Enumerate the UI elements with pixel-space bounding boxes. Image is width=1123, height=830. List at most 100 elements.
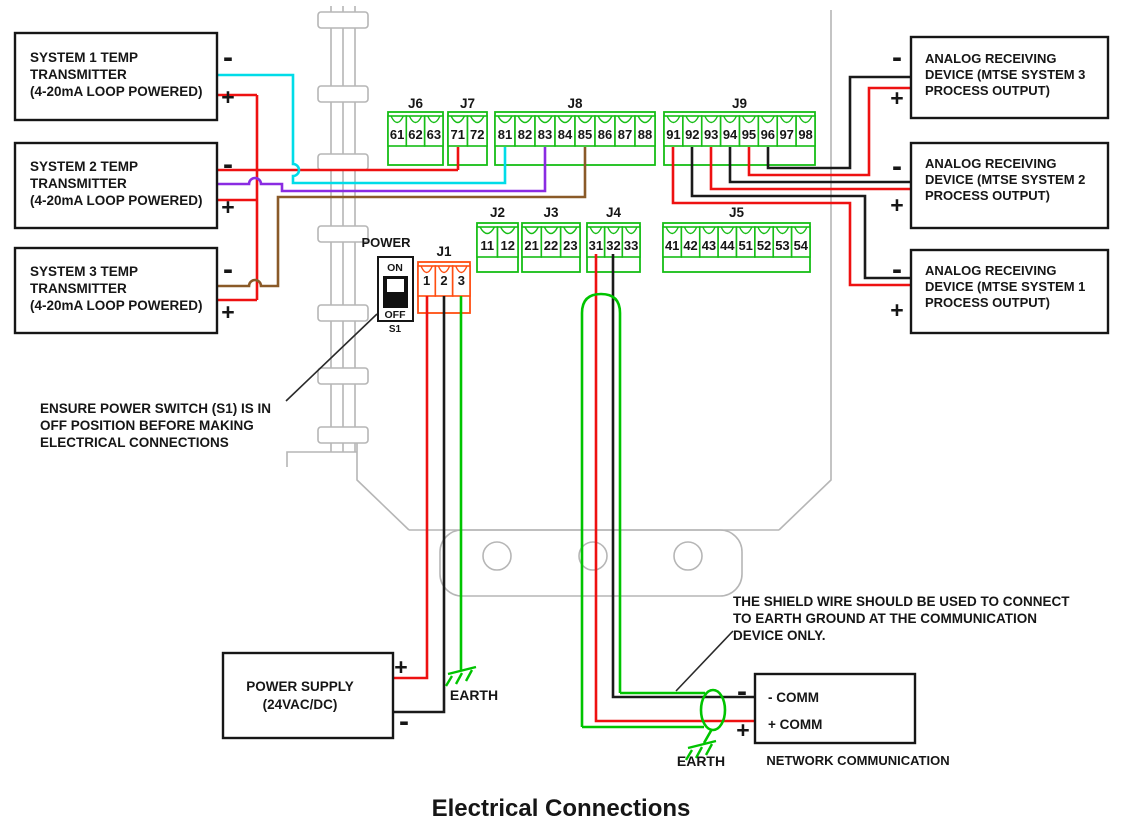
- device3-minus: -: [892, 41, 902, 74]
- terminal-J8-88: 88: [638, 127, 652, 142]
- device2-plus: +: [890, 192, 903, 218]
- device1-minus: -: [892, 253, 902, 286]
- transmitter3-line2: TRANSMITTER: [30, 281, 127, 296]
- terminal-J3-23: 23: [563, 238, 577, 253]
- switch-note: ENSURE POWER SWITCH (S1) IS IN OFF POSIT…: [40, 401, 271, 450]
- terminal-J6-62: 62: [408, 127, 422, 142]
- earth-label-left: EARTH: [450, 687, 498, 703]
- terminal-J1-2: 2: [440, 273, 447, 288]
- shield-note-pointer: [675, 630, 734, 692]
- block-label-J9: J9: [732, 96, 747, 111]
- power-supply-box: POWER SUPPLY (24VAC/DC) + -: [221, 651, 409, 740]
- transmitter-box-3: SYSTEM 3 TEMP TRANSMITTER (4-20mA LOOP P…: [13, 246, 235, 335]
- power-supply-plus: +: [394, 654, 407, 680]
- terminal-J1-1: 1: [423, 273, 430, 288]
- device-box-system3: ANALOG RECEIVING DEVICE (MTSE SYSTEM 3 P…: [890, 35, 1110, 120]
- block-label-J8: J8: [567, 96, 583, 111]
- wire-j9-95-red: [747, 86, 911, 177]
- wire-j1-1-red: [393, 296, 429, 680]
- terminal-J9-92: 92: [685, 127, 699, 142]
- shield-loop-icon: [699, 688, 727, 732]
- terminal-J8-86: 86: [598, 127, 612, 142]
- terminal-J6-61: 61: [390, 127, 404, 142]
- terminal-J9-96: 96: [761, 127, 775, 142]
- switch-note-line2: OFF POSITION BEFORE MAKING: [40, 418, 254, 433]
- switch-actuator-icon: [387, 279, 404, 292]
- device1-line1: ANALOG RECEIVING: [925, 263, 1056, 278]
- terminal-J9-94: 94: [723, 127, 738, 142]
- terminal-J5-51: 51: [738, 238, 752, 253]
- page-title: Electrical Connections: [432, 795, 691, 822]
- terminal-block-J2: 11 12 J2: [476, 205, 519, 273]
- network-communication-box: - COMM + COMM - + NETWORK COMMUNICATION: [736, 672, 950, 768]
- transmitter2-line3: (4-20mA LOOP POWERED): [30, 193, 203, 208]
- device3-line3: PROCESS OUTPUT): [925, 83, 1050, 98]
- device-box-system2: ANALOG RECEIVING DEVICE (MTSE SYSTEM 2 P…: [890, 141, 1110, 230]
- block-label-J7: J7: [460, 96, 475, 111]
- power-supply-minus: -: [399, 705, 409, 738]
- transmitter1-minus: -: [223, 41, 233, 74]
- device3-line1: ANALOG RECEIVING: [925, 51, 1056, 66]
- power-switch-off-label: OFF: [385, 309, 407, 321]
- terminal-J5-41: 41: [665, 238, 679, 253]
- device1-line3: PROCESS OUTPUT): [925, 295, 1050, 310]
- terminal-J3-22: 22: [544, 238, 558, 253]
- switch-note-line1: ENSURE POWER SWITCH (S1) IS IN: [40, 401, 271, 416]
- device2-line1: ANALOG RECEIVING: [925, 156, 1056, 171]
- terminal-J7-72: 72: [470, 127, 484, 142]
- device3-plus: +: [890, 85, 903, 111]
- power-switch-id: S1: [389, 324, 402, 335]
- device2-line2: DEVICE (MTSE SYSTEM 2: [925, 172, 1085, 187]
- wire-j9-93-red: [709, 147, 911, 191]
- device2-minus: -: [892, 150, 902, 183]
- terminal-J9-95: 95: [742, 127, 756, 142]
- switch-note-pointer: [285, 313, 378, 402]
- wire-j9-96-black: [766, 75, 911, 170]
- wire-j9-92-black: [690, 147, 911, 280]
- terminal-J5-53: 53: [775, 238, 789, 253]
- transmitter1-line1: SYSTEM 1 TEMP: [30, 50, 138, 65]
- transmitter3-line3: (4-20mA LOOP POWERED): [30, 298, 203, 313]
- block-label-J4: J4: [606, 205, 622, 220]
- wire-system3-brown: [218, 147, 587, 288]
- terminal-J2-11: 11: [480, 238, 494, 253]
- terminal-J1-3: 3: [458, 273, 465, 288]
- conduit-pipe: [317, 6, 369, 452]
- transmitter2-line2: TRANSMITTER: [30, 176, 127, 191]
- terminal-J5-52: 52: [757, 238, 771, 253]
- network-plus: +: [736, 717, 749, 743]
- transmitter2-minus: -: [223, 148, 233, 181]
- wire-shield-green: [580, 292, 714, 744]
- terminal-J5-54: 54: [794, 238, 809, 253]
- shield-note-line1: THE SHIELD WIRE SHOULD BE USED TO CONNEC…: [733, 594, 1070, 609]
- terminal-J8-81: 81: [498, 127, 512, 142]
- transmitter-box-1: SYSTEM 1 TEMP TRANSMITTER (4-20mA LOOP P…: [13, 31, 235, 122]
- device3-line2: DEVICE (MTSE SYSTEM 3: [925, 67, 1085, 82]
- block-label-J3: J3: [543, 205, 559, 220]
- terminal-J9-93: 93: [704, 127, 718, 142]
- power-switch[interactable]: POWER ON OFF S1: [361, 235, 414, 335]
- network-communication-label: NETWORK COMMUNICATION: [766, 753, 949, 768]
- terminal-J8-87: 87: [618, 127, 632, 142]
- terminal-J2-12: 12: [501, 238, 515, 253]
- terminal-J5-42: 42: [683, 238, 697, 253]
- wire-system2-purple: [218, 147, 547, 193]
- transmitter1-line3: (4-20mA LOOP POWERED): [30, 84, 203, 99]
- device1-line2: DEVICE (MTSE SYSTEM 1: [925, 279, 1085, 294]
- terminal-J9-91: 91: [666, 127, 680, 142]
- terminal-J4-31: 31: [589, 238, 603, 253]
- wire-j9-94-black: [728, 147, 911, 184]
- earth-label-right: EARTH: [677, 753, 725, 769]
- enclosure-outline: [286, 10, 832, 597]
- terminal-J8-83: 83: [538, 127, 552, 142]
- switch-note-line3: ELECTRICAL CONNECTIONS: [40, 435, 229, 450]
- transmitter2-line1: SYSTEM 2 TEMP: [30, 159, 138, 174]
- wire-red-bus: [218, 93, 460, 302]
- block-label-J2: J2: [490, 205, 505, 220]
- shield-note-line3: DEVICE ONLY.: [733, 628, 826, 643]
